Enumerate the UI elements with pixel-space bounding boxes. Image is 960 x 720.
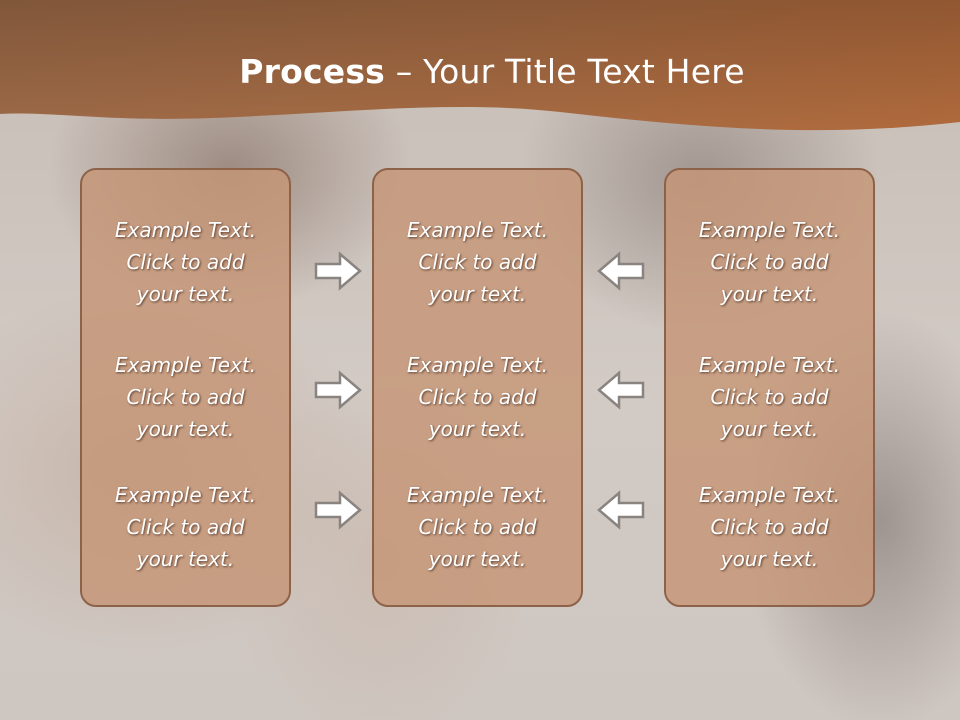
text-placeholder[interactable]: Example Text. Click to add your text.	[666, 479, 873, 575]
title-banner	[0, 0, 960, 131]
text-line: your text.	[136, 282, 235, 306]
text-line: Click to add	[126, 515, 245, 539]
text-line: Example Text.	[114, 353, 257, 377]
text-placeholder[interactable]: Example Text. Click to add your text.	[666, 349, 873, 445]
process-box-1[interactable]: Example Text. Click to add your text. Ex…	[80, 168, 291, 607]
text-placeholder[interactable]: Example Text. Click to add your text.	[374, 214, 581, 310]
text-line: Click to add	[418, 515, 537, 539]
text-line: Example Text.	[114, 483, 257, 507]
text-placeholder[interactable]: Example Text. Click to add your text.	[82, 214, 289, 310]
text-line: Example Text.	[698, 483, 841, 507]
text-line: Example Text.	[406, 353, 549, 377]
process-box-2[interactable]: Example Text. Click to add your text. Ex…	[372, 168, 583, 607]
text-line: your text.	[136, 417, 235, 441]
text-line: your text.	[428, 417, 527, 441]
right-arrow-icon[interactable]	[314, 370, 362, 410]
right-arrow-icon[interactable]	[314, 490, 362, 530]
process-box-3[interactable]: Example Text. Click to add your text. Ex…	[664, 168, 875, 607]
text-placeholder[interactable]: Example Text. Click to add your text.	[374, 479, 581, 575]
left-arrow-icon[interactable]	[597, 251, 645, 291]
text-line: your text.	[720, 417, 819, 441]
text-line: your text.	[136, 547, 235, 571]
text-placeholder[interactable]: Example Text. Click to add your text.	[82, 349, 289, 445]
text-line: Click to add	[710, 250, 829, 274]
text-line: your text.	[428, 282, 527, 306]
text-placeholder[interactable]: Example Text. Click to add your text.	[82, 479, 289, 575]
text-line: Click to add	[710, 385, 829, 409]
text-line: your text.	[428, 547, 527, 571]
text-placeholder[interactable]: Example Text. Click to add your text.	[374, 349, 581, 445]
text-line: Example Text.	[406, 218, 549, 242]
text-placeholder[interactable]: Example Text. Click to add your text.	[666, 214, 873, 310]
title-bold: Process	[239, 52, 386, 91]
text-line: your text.	[720, 282, 819, 306]
text-line: Example Text.	[406, 483, 549, 507]
left-arrow-icon[interactable]	[597, 490, 645, 530]
text-line: Click to add	[418, 385, 537, 409]
text-line: Example Text.	[698, 353, 841, 377]
title-rest: – Your Title Text Here	[385, 52, 745, 91]
left-arrow-icon[interactable]	[597, 370, 645, 410]
text-line: Example Text.	[698, 218, 841, 242]
text-line: Click to add	[418, 250, 537, 274]
text-line: Click to add	[710, 515, 829, 539]
right-arrow-icon[interactable]	[314, 251, 362, 291]
text-line: Click to add	[126, 250, 245, 274]
slide-title[interactable]: Process – Your Title Text Here	[0, 52, 960, 91]
text-line: your text.	[720, 547, 819, 571]
text-line: Example Text.	[114, 218, 257, 242]
text-line: Click to add	[126, 385, 245, 409]
